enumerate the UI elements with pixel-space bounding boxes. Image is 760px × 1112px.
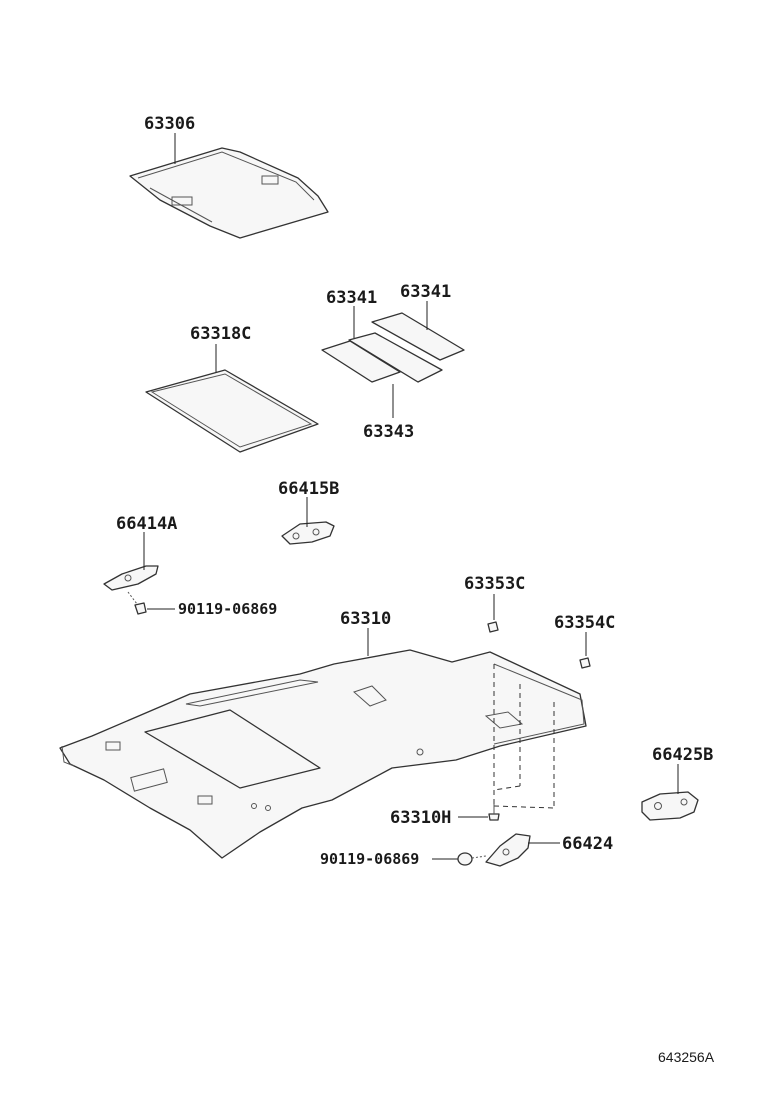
part-90119-screw-upper[interactable] [127, 591, 147, 615]
label-66415B[interactable]: 66415B [278, 479, 339, 499]
label-90119-lower[interactable]: 90119-06869 [320, 850, 419, 868]
part-63341-pad-rear[interactable] [371, 312, 465, 361]
part-63341-pad-front[interactable] [321, 340, 401, 383]
label-63318C[interactable]: 63318C [190, 324, 251, 344]
label-63343[interactable]: 63343 [363, 422, 414, 442]
label-90119-upper[interactable]: 90119-06869 [178, 600, 277, 618]
diagram-code: 643256A [658, 1049, 715, 1065]
label-63341-left[interactable]: 63341 [326, 288, 377, 308]
part-66414A-shape[interactable] [103, 565, 159, 591]
label-63353C[interactable]: 63353C [464, 574, 525, 594]
part-63310H-clip[interactable] [488, 804, 500, 821]
part-66425B-shape[interactable] [641, 791, 699, 821]
part-63318C-shape[interactable] [145, 369, 319, 453]
part-66415B-shape[interactable] [281, 521, 335, 545]
label-66424[interactable]: 66424 [562, 834, 613, 854]
part-90119-screw-lower[interactable] [457, 852, 487, 866]
label-63306[interactable]: 63306 [144, 114, 195, 134]
label-66425B[interactable]: 66425B [652, 745, 713, 765]
label-63310H[interactable]: 63310H [390, 808, 451, 828]
part-63306-shape[interactable] [129, 147, 329, 239]
label-63310[interactable]: 63310 [340, 609, 391, 629]
part-66424-shape[interactable] [485, 833, 531, 867]
part-63343-pad-middle[interactable] [348, 332, 443, 383]
label-63341-right[interactable]: 63341 [400, 282, 451, 302]
part-63354C-clip[interactable] [579, 657, 591, 669]
label-66414A[interactable]: 66414A [116, 514, 177, 534]
label-63354C[interactable]: 63354C [554, 613, 615, 633]
part-63310-headliner[interactable] [59, 649, 587, 859]
assembly-guides [493, 664, 555, 809]
part-63353C-clip[interactable] [487, 621, 499, 633]
